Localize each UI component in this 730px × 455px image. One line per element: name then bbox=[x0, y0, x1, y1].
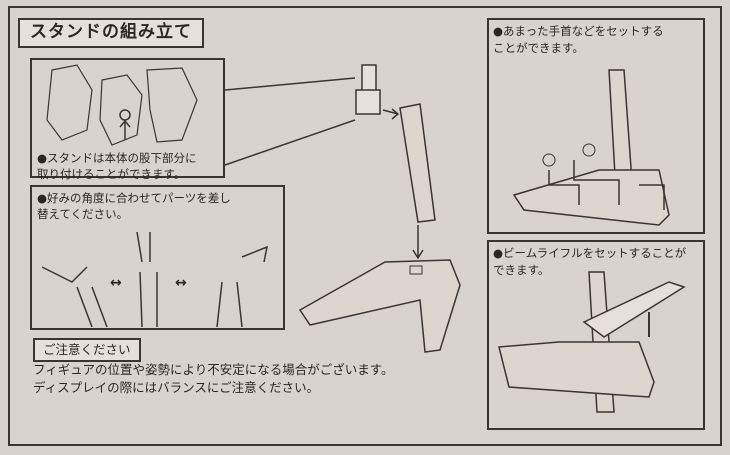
swap-arrow-2: ↔ bbox=[175, 275, 187, 291]
rifle-storage-caption: ●ビームライフルをセットすることが できます。 bbox=[493, 245, 701, 279]
caution-text: フィギュアの位置や姿勢により不安定になる場合がございます。 ディスプレイの際には… bbox=[33, 361, 394, 397]
hand-storage-section: ●あまった手首などをセットする ことができます。 bbox=[487, 18, 705, 234]
caution-line-1: フィギュアの位置や姿勢により不安定になる場合がございます。 bbox=[33, 362, 394, 377]
inset-caption-line-2: 取り付けることができます。 bbox=[37, 167, 186, 181]
angle-parts-illustration bbox=[41, 231, 269, 328]
hand-storage-line-1: ●あまった手首などをセットする bbox=[493, 24, 664, 38]
angle-caption-line-1: ●好みの角度に合わせてパーツを差し bbox=[37, 191, 231, 205]
swap-arrow-1: ↔ bbox=[110, 275, 122, 291]
figure-crotch-illustration bbox=[46, 64, 198, 146]
inset-caption: ●スタンドは本体の股下部分に 取り付けることができます。 bbox=[37, 150, 197, 182]
rifle-storage-section: ●ビームライフルをセットすることが できます。 bbox=[487, 240, 705, 430]
rifle-storage-line-2: できます。 bbox=[493, 263, 550, 277]
figure-inset: ●スタンドは本体の股下部分に 取り付けることができます。 bbox=[30, 58, 225, 181]
angle-section: ●好みの角度に合わせてパーツを差し 替えてください。 ↔ ↔ bbox=[30, 185, 285, 330]
angle-caption: ●好みの角度に合わせてパーツを差し 替えてください。 bbox=[37, 190, 272, 222]
caution-line-2: ディスプレイの際にはバランスにご注意ください。 bbox=[33, 380, 320, 395]
inset-caption-line-1: ●スタンドは本体の股下部分に bbox=[37, 151, 197, 165]
hand-storage-line-2: ことができます。 bbox=[493, 41, 584, 55]
rifle-storage-illustration bbox=[498, 271, 686, 413]
hand-storage-caption: ●あまった手首などをセットする ことができます。 bbox=[493, 23, 701, 57]
section-title: スタンドの組み立て bbox=[18, 18, 204, 48]
caution-title: ご注意ください bbox=[33, 338, 141, 362]
hand-storage-illustration bbox=[512, 69, 670, 226]
angle-caption-line-2: 替えてください。 bbox=[37, 207, 129, 221]
rifle-storage-line-1: ●ビームライフルをセットすることが bbox=[493, 246, 687, 260]
